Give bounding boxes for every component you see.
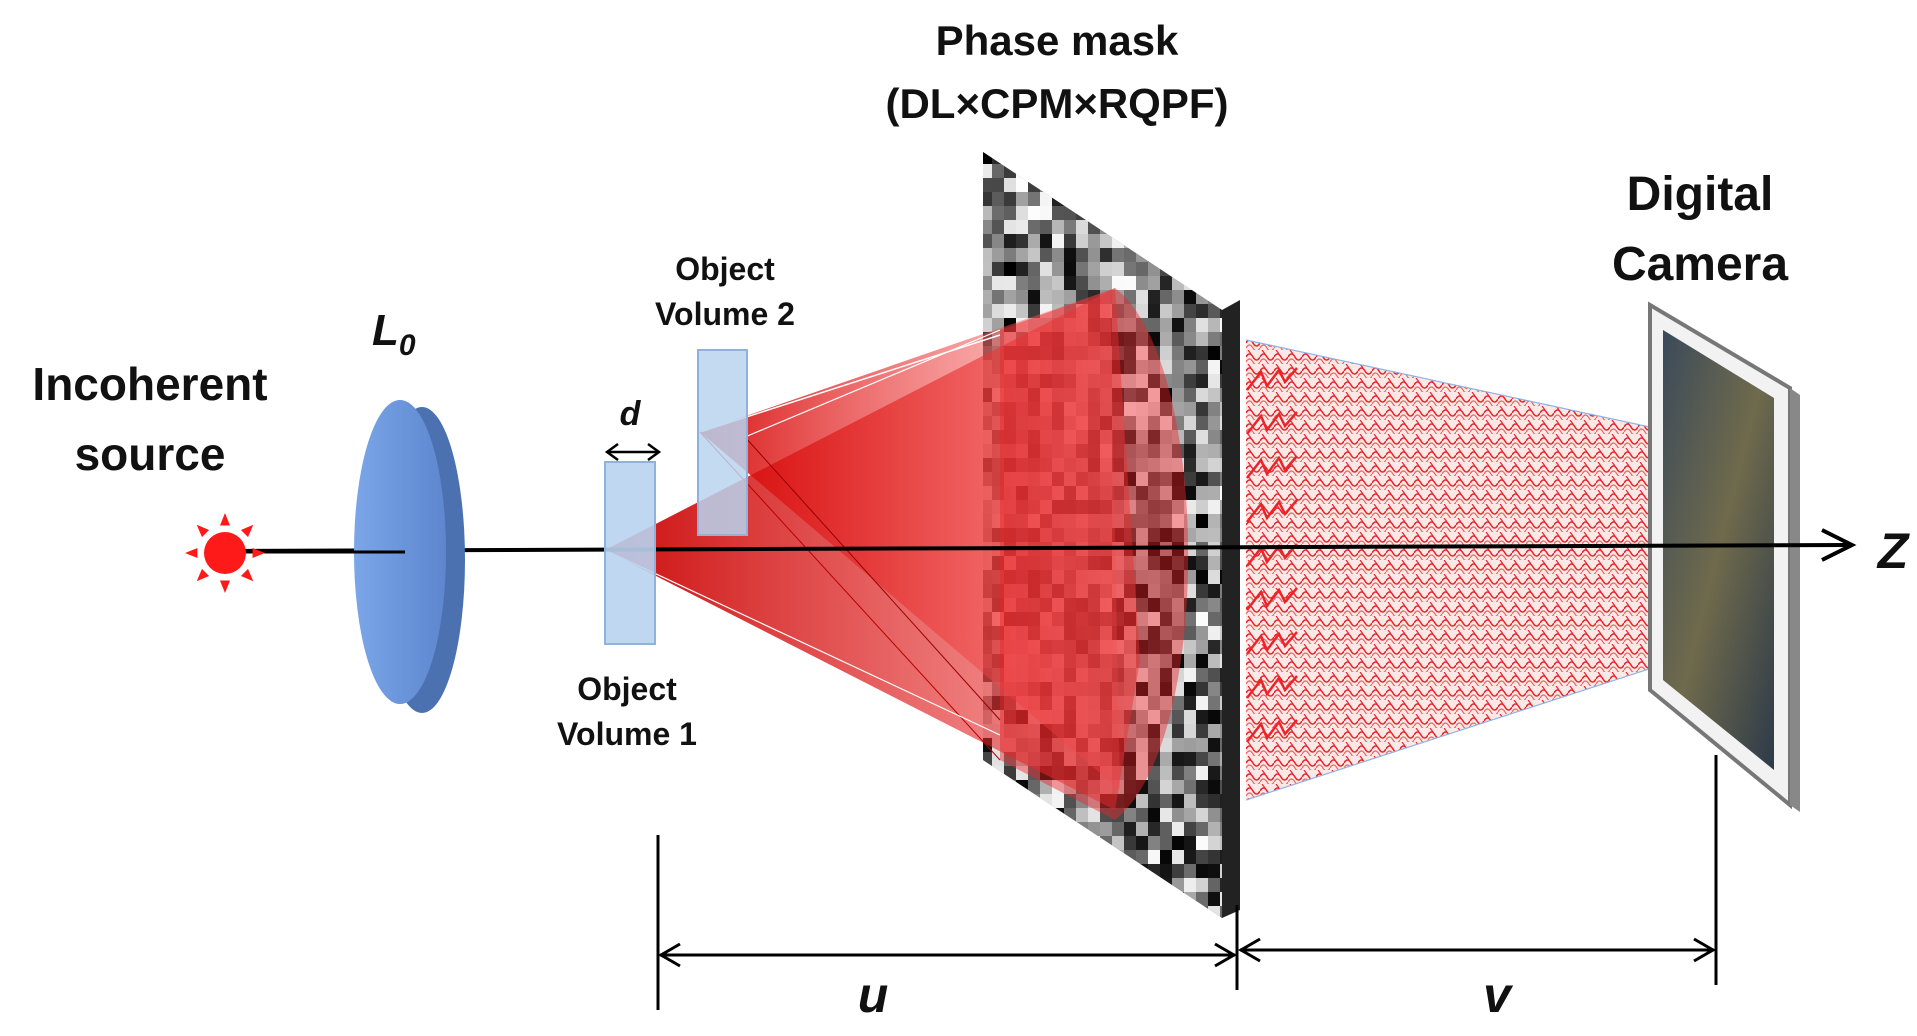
source-ray: [219, 513, 231, 526]
object-volume-2-label-line2: Volume 2: [655, 296, 795, 332]
source-icon: [204, 532, 246, 574]
camera-sensor: [1663, 330, 1774, 770]
phase-mask-edge: [1222, 300, 1240, 918]
v-label: v: [1483, 967, 1514, 1023]
phase-mask-subtitle: (DL×CPM×RQPF): [885, 80, 1228, 127]
source-label-line2: source: [75, 428, 226, 480]
source-ray: [196, 524, 210, 538]
camera-edge: [1790, 388, 1800, 812]
lens-l0: [222, 400, 465, 713]
scattered-wave-arrow: [1246, 675, 1298, 699]
beam-object-2: [700, 290, 1120, 790]
scattered-wave-arrow: [1246, 587, 1298, 611]
source-ray: [219, 580, 231, 593]
beam-edge-line: [604, 549, 1001, 736]
z-axis-label: Z: [1876, 523, 1911, 579]
scattered-wave-arrow: [1246, 719, 1298, 743]
input-beams: [604, 288, 1189, 820]
scattered-wave-arrows: [1246, 367, 1298, 743]
source-ray: [240, 568, 254, 582]
source-ray: [196, 568, 210, 582]
optical-axis: [221, 528, 1857, 562]
u-label: u: [858, 967, 889, 1023]
d-label: d: [620, 395, 642, 433]
source-ray: [252, 547, 265, 559]
z-axis-line: [221, 543, 1851, 553]
source-ray: [185, 547, 198, 559]
object-volume-2-label-line1: Object: [675, 251, 775, 287]
object-volume-1: [604, 461, 656, 645]
beam-edge-line: [699, 431, 1001, 761]
scattered-wave-arrow: [1246, 543, 1298, 567]
camera-label-line1: Digital: [1627, 168, 1774, 221]
beam-on-mask: [1000, 288, 1189, 820]
beam-edge-line: [744, 329, 1001, 438]
source-rays-icon: [185, 513, 265, 593]
source-label-line1: Incoherent: [32, 358, 267, 410]
incoherent-source: [185, 513, 265, 593]
phase-mask-title: Phase mask: [936, 17, 1179, 64]
source-ray: [240, 524, 254, 538]
object-volume-1-label-line2: Volume 1: [557, 716, 697, 752]
digital-camera: [1648, 301, 1800, 812]
object-volume-2: [697, 349, 748, 536]
beam-edge-line: [744, 436, 1001, 721]
object-volume-1-label-line1: Object: [577, 671, 677, 707]
scattered-wave-arrow: [1246, 499, 1298, 523]
z-axis-arrowhead: [1821, 528, 1857, 562]
scattered-wave-arrow: [1246, 367, 1298, 391]
camera-label-line2: Camera: [1612, 238, 1788, 291]
distance-markers: [656, 755, 1718, 1010]
lens-label: L0: [372, 306, 416, 362]
scattered-wave-arrow: [1246, 411, 1298, 435]
scattered-wave-arrow: [1246, 455, 1298, 479]
d-distance-arrow: [604, 442, 662, 462]
scattered-wave-arrow: [1246, 631, 1298, 655]
speckle-beam: [1246, 340, 1738, 800]
